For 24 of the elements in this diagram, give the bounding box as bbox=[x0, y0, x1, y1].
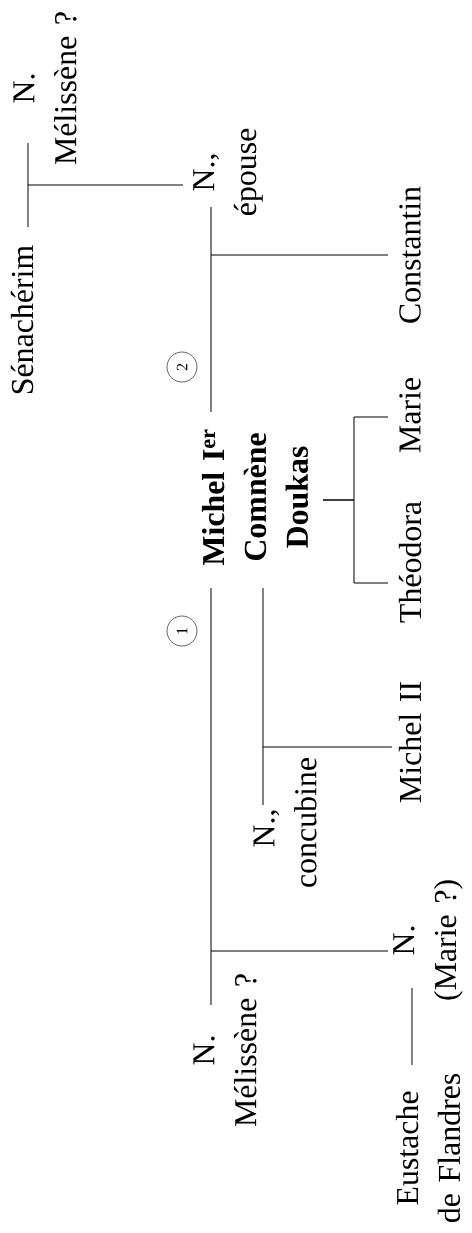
person-name: Sénachérim bbox=[10, 245, 34, 394]
person-name: N., épouse bbox=[193, 128, 263, 216]
marriage-line bbox=[210, 587, 212, 1006]
marriage-line bbox=[210, 206, 212, 413]
person-name: N., concubine bbox=[253, 758, 317, 887]
person-name: Michel I$^{er}$ Comnène Doukas bbox=[201, 429, 309, 566]
marriage-line bbox=[262, 587, 264, 806]
person-name: N. Mélissène ? bbox=[13, 12, 77, 165]
descent-line bbox=[210, 950, 389, 952]
circled-number: 1 bbox=[166, 615, 198, 647]
person-name: Marie bbox=[399, 378, 421, 453]
circled-number: 2 bbox=[166, 351, 198, 383]
person-name: N. Mélissène ? bbox=[193, 974, 257, 1127]
marriage-line bbox=[27, 142, 29, 228]
descent-line bbox=[27, 184, 184, 186]
person-name: N. (Marie ?) bbox=[393, 880, 463, 1000]
person-name: Théodora bbox=[398, 501, 422, 623]
marriage-line bbox=[411, 987, 413, 1066]
person-name: Constantin bbox=[399, 186, 421, 323]
descent-line bbox=[262, 746, 393, 748]
descent-line bbox=[210, 254, 389, 256]
person-name: Eustache de Flandres bbox=[395, 1073, 461, 1223]
person-name: Michel II bbox=[398, 682, 422, 803]
descent-line bbox=[322, 416, 389, 501]
